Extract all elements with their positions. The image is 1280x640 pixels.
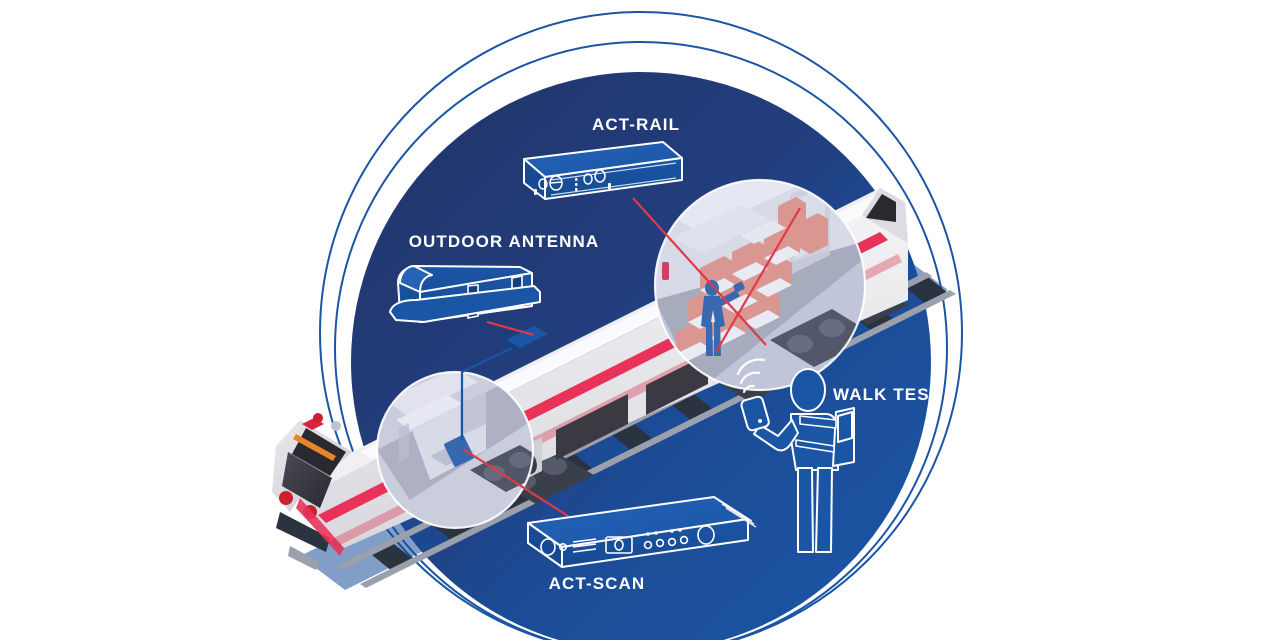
technician-strap [799, 415, 837, 429]
act-scan-device[interactable] [527, 496, 757, 568]
train-rear-end [862, 188, 908, 243]
wifi-signal-icon [736, 358, 766, 394]
middle-ring [334, 41, 948, 640]
outer-ring [319, 11, 963, 640]
act-rail-ports [538, 169, 606, 191]
technician-arm [753, 419, 799, 452]
background-rings [319, 11, 963, 640]
act-scan-leds [646, 528, 682, 536]
train-nose [272, 413, 352, 570]
act-rail-leds [534, 178, 611, 195]
act-rail-device[interactable] [523, 141, 683, 212]
antenna-cable [460, 347, 513, 440]
antenna-connector [486, 320, 535, 337]
label-act-rail: ACT-RAIL [592, 115, 680, 134]
technician-head [790, 368, 826, 412]
label-walk-test: WALK TEST [833, 385, 941, 404]
technician-leg-right [815, 467, 833, 553]
label-outdoor-antenna: OUTDOOR ANTENNA [409, 232, 600, 251]
roof-antenna-mount [506, 326, 548, 353]
connector-lines [462, 197, 801, 517]
act-scan-ports [540, 525, 715, 556]
train-windows [556, 354, 708, 460]
technician-backpack-flap [837, 411, 853, 443]
walk-test-person[interactable] [740, 368, 855, 553]
act-rail-connector [632, 197, 767, 346]
interior-connector [715, 207, 801, 353]
outdoor-antenna-device[interactable] [389, 265, 541, 323]
technician-strap2 [795, 439, 835, 453]
technician-leg-left [797, 467, 814, 553]
label-act-scan: ACT-SCAN [549, 574, 646, 593]
act-scan-connector [462, 448, 569, 517]
equipment-magnifier [375, 370, 535, 530]
interior-magnifier [653, 178, 867, 392]
technician-phone [740, 395, 770, 432]
